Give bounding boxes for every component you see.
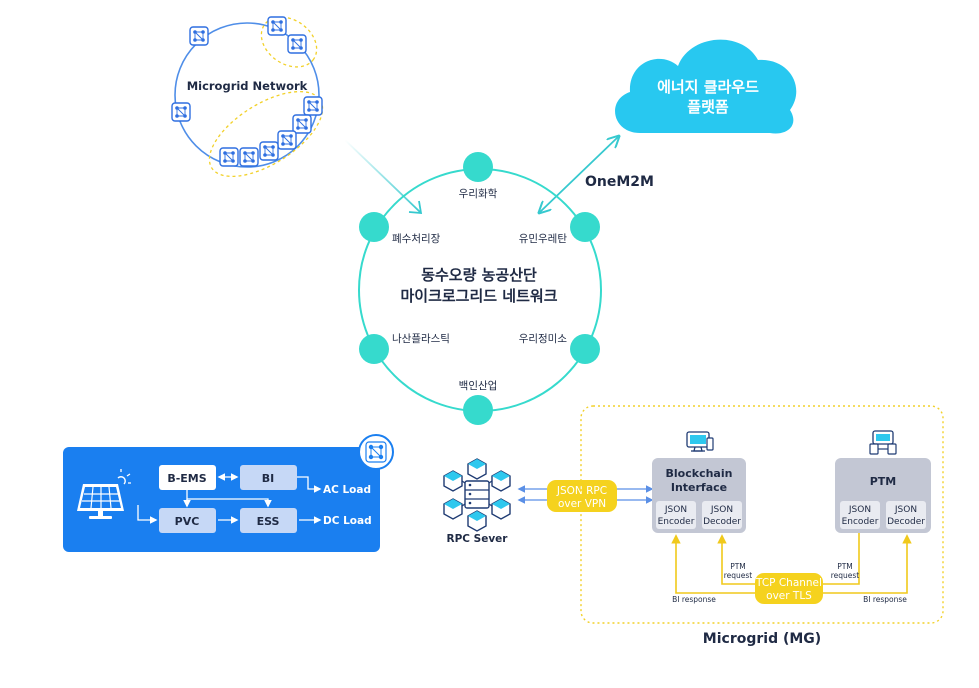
blockchain-decoder-line1: JSON <box>710 505 733 515</box>
blockchain-encoder-line1: JSON <box>664 505 687 515</box>
bi-response-left-label: BI response <box>672 595 716 604</box>
ring-node-label: 백인산업 <box>459 379 498 392</box>
microgrid-node-icon <box>292 114 312 134</box>
microgrid-node-icon <box>259 141 279 161</box>
ring-node-dot <box>463 395 493 425</box>
ring-node-label: 우리정미소 <box>519 333 568 345</box>
cloud-title-line1: 에너지 클라우드 <box>657 78 759 96</box>
microgrid-network-cluster: Microgrid Network <box>171 16 324 178</box>
ptm-decoder-line1: JSON <box>894 505 917 515</box>
microgrid-node-icon <box>189 26 209 46</box>
solar-panel-icon <box>77 469 131 519</box>
ring-node-label: 유민우레탄 <box>519 233 568 245</box>
blockchain-title-line1: Blockchain <box>666 467 733 480</box>
ptm-decoder-box <box>886 501 926 529</box>
cluster-group-top <box>260 16 318 68</box>
microgrid-node-icon <box>303 96 323 116</box>
mg-energy-box: B-EMS BI PVC ESS AC Load DC Load <box>63 434 394 552</box>
microgrid-node-icon <box>277 130 297 150</box>
blockchain-interface: Blockchain Interface JSON Encoder JSON D… <box>652 431 746 533</box>
ring-node-label: 우리화학 <box>459 188 498 200</box>
blockchain-decoder-line2: Decoder <box>703 517 741 527</box>
blockchain-computer-icon <box>686 431 714 452</box>
ring-node-dot <box>359 212 389 242</box>
ess-box <box>240 508 297 533</box>
rpc-channel-line2: over VPN <box>558 498 606 510</box>
network-badge-glyph <box>365 441 387 463</box>
rpc-channel-pill <box>547 480 617 512</box>
pvc-box <box>159 508 216 533</box>
onem2m-label: OneM2M <box>585 174 654 190</box>
tcp-channel-line1: TCP Channel <box>755 577 822 589</box>
microgrid-network-ring <box>174 22 320 168</box>
ptm-encoder-line1: JSON <box>848 505 871 515</box>
solar-pvc-arrow <box>137 505 158 524</box>
microgrid-boundary <box>580 405 944 624</box>
cloud-title-line2: 플랫폼 <box>687 98 729 116</box>
network-to-ring-arrow <box>344 139 421 213</box>
bi-box <box>240 465 297 490</box>
ac-load-label: AC Load <box>323 484 371 496</box>
ptm-module: PTM JSON Encoder JSON Decoder <box>835 430 931 533</box>
microgrid-label: Microgrid (MG) <box>703 631 821 647</box>
ring-title-line1: 동수오량 농공산단 <box>421 266 537 284</box>
microgrid-node-icon <box>171 102 191 122</box>
blockchain-encoder-box <box>656 501 696 529</box>
ptm-request-left-line1: PTM <box>730 562 746 571</box>
ptm-request-left-line2: request <box>724 571 753 580</box>
bems-box <box>159 465 216 490</box>
bi-response-right-label: BI response <box>863 595 907 604</box>
ring-node-label: 폐수처리장 <box>392 233 441 245</box>
blockchain-title-line2: Interface <box>671 481 727 494</box>
rpc-server: RPC Sever <box>443 458 511 545</box>
microgrid-node-icon <box>239 147 259 167</box>
rpc-server-icon <box>443 458 511 532</box>
microgrid-node-icon <box>219 147 239 167</box>
ring-node-label: 나산플라스틱 <box>392 333 450 345</box>
blockchain-decoder-box <box>702 501 742 529</box>
ring-node-dot <box>359 334 389 364</box>
ptm-request-right-line1: PTM <box>837 562 853 571</box>
ring-node-dot <box>570 334 600 364</box>
microgrid-node-icon <box>267 16 287 36</box>
bi-label: BI <box>262 472 274 485</box>
industrial-ring: 우리화학 폐수처리장 유민우레탄 나산플라스틱 우리정미소 백인산업 동수오량 … <box>358 152 602 425</box>
microgrid-node-icon <box>287 34 307 54</box>
ptm-encoder-box <box>840 501 880 529</box>
pvc-label: PVC <box>175 515 200 528</box>
ring-node-dot <box>463 152 493 182</box>
ptm-encoder-line2: Encoder <box>842 517 879 527</box>
ptm-request-right-line2: request <box>831 571 860 580</box>
bems-ess-arrow <box>186 490 272 508</box>
tcp-channel-pill <box>755 573 823 604</box>
bems-label: B-EMS <box>167 472 206 485</box>
ring-title-line2: 마이크로그리드 네트워크 <box>400 287 557 305</box>
ptm-decoder-line2: Decoder <box>887 517 925 527</box>
blockchain-encoder-line2: Encoder <box>658 517 695 527</box>
ptm-device-icon <box>869 430 897 455</box>
ring-node-dot <box>570 212 600 242</box>
bi-acload-arrow <box>297 476 322 493</box>
ptm-request-line <box>717 533 860 585</box>
network-arrowhead <box>408 200 423 214</box>
onem2m-arrow <box>540 137 618 212</box>
ess-label: ESS <box>257 515 280 528</box>
energy-cloud: 에너지 클라우드 플랫폼 <box>615 39 797 134</box>
dc-load-label: DC Load <box>323 515 372 527</box>
rpc-server-label: RPC Sever <box>447 533 509 545</box>
ptm-title: PTM <box>870 475 897 488</box>
tcp-channel-line2: over TLS <box>766 590 812 602</box>
microgrid-network-label: Microgrid Network <box>187 79 308 93</box>
